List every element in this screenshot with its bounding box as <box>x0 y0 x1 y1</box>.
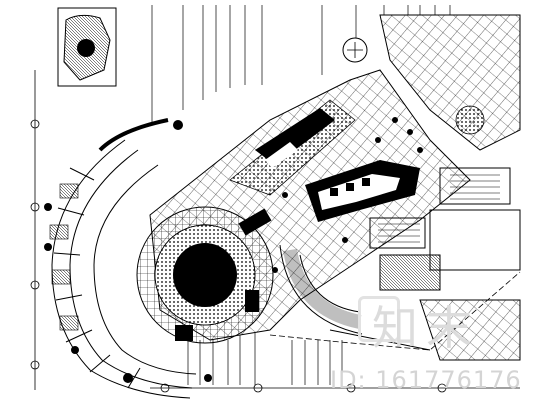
watermark-id: ID: 161776176 <box>330 366 522 394</box>
bar-counter <box>305 160 420 222</box>
left-dimension-line <box>30 70 40 390</box>
upper-right-plaza <box>342 14 521 151</box>
bottom-dimension-line <box>150 383 520 393</box>
seating-tables <box>272 117 423 273</box>
watermark-logo-text: 知末 <box>372 301 480 355</box>
stair-and-rooms <box>329 167 521 361</box>
round-dining-hall <box>136 206 274 344</box>
site-boundary <box>269 271 521 351</box>
curved-ramp <box>279 244 363 335</box>
bottom-leader-lines <box>187 330 343 385</box>
key-plan-thumbnail <box>57 7 117 87</box>
top-leader-lines <box>151 5 451 125</box>
facade-window-blocks <box>49 183 79 331</box>
facade-columns <box>44 120 212 383</box>
watermark-logo-icon <box>358 296 400 342</box>
